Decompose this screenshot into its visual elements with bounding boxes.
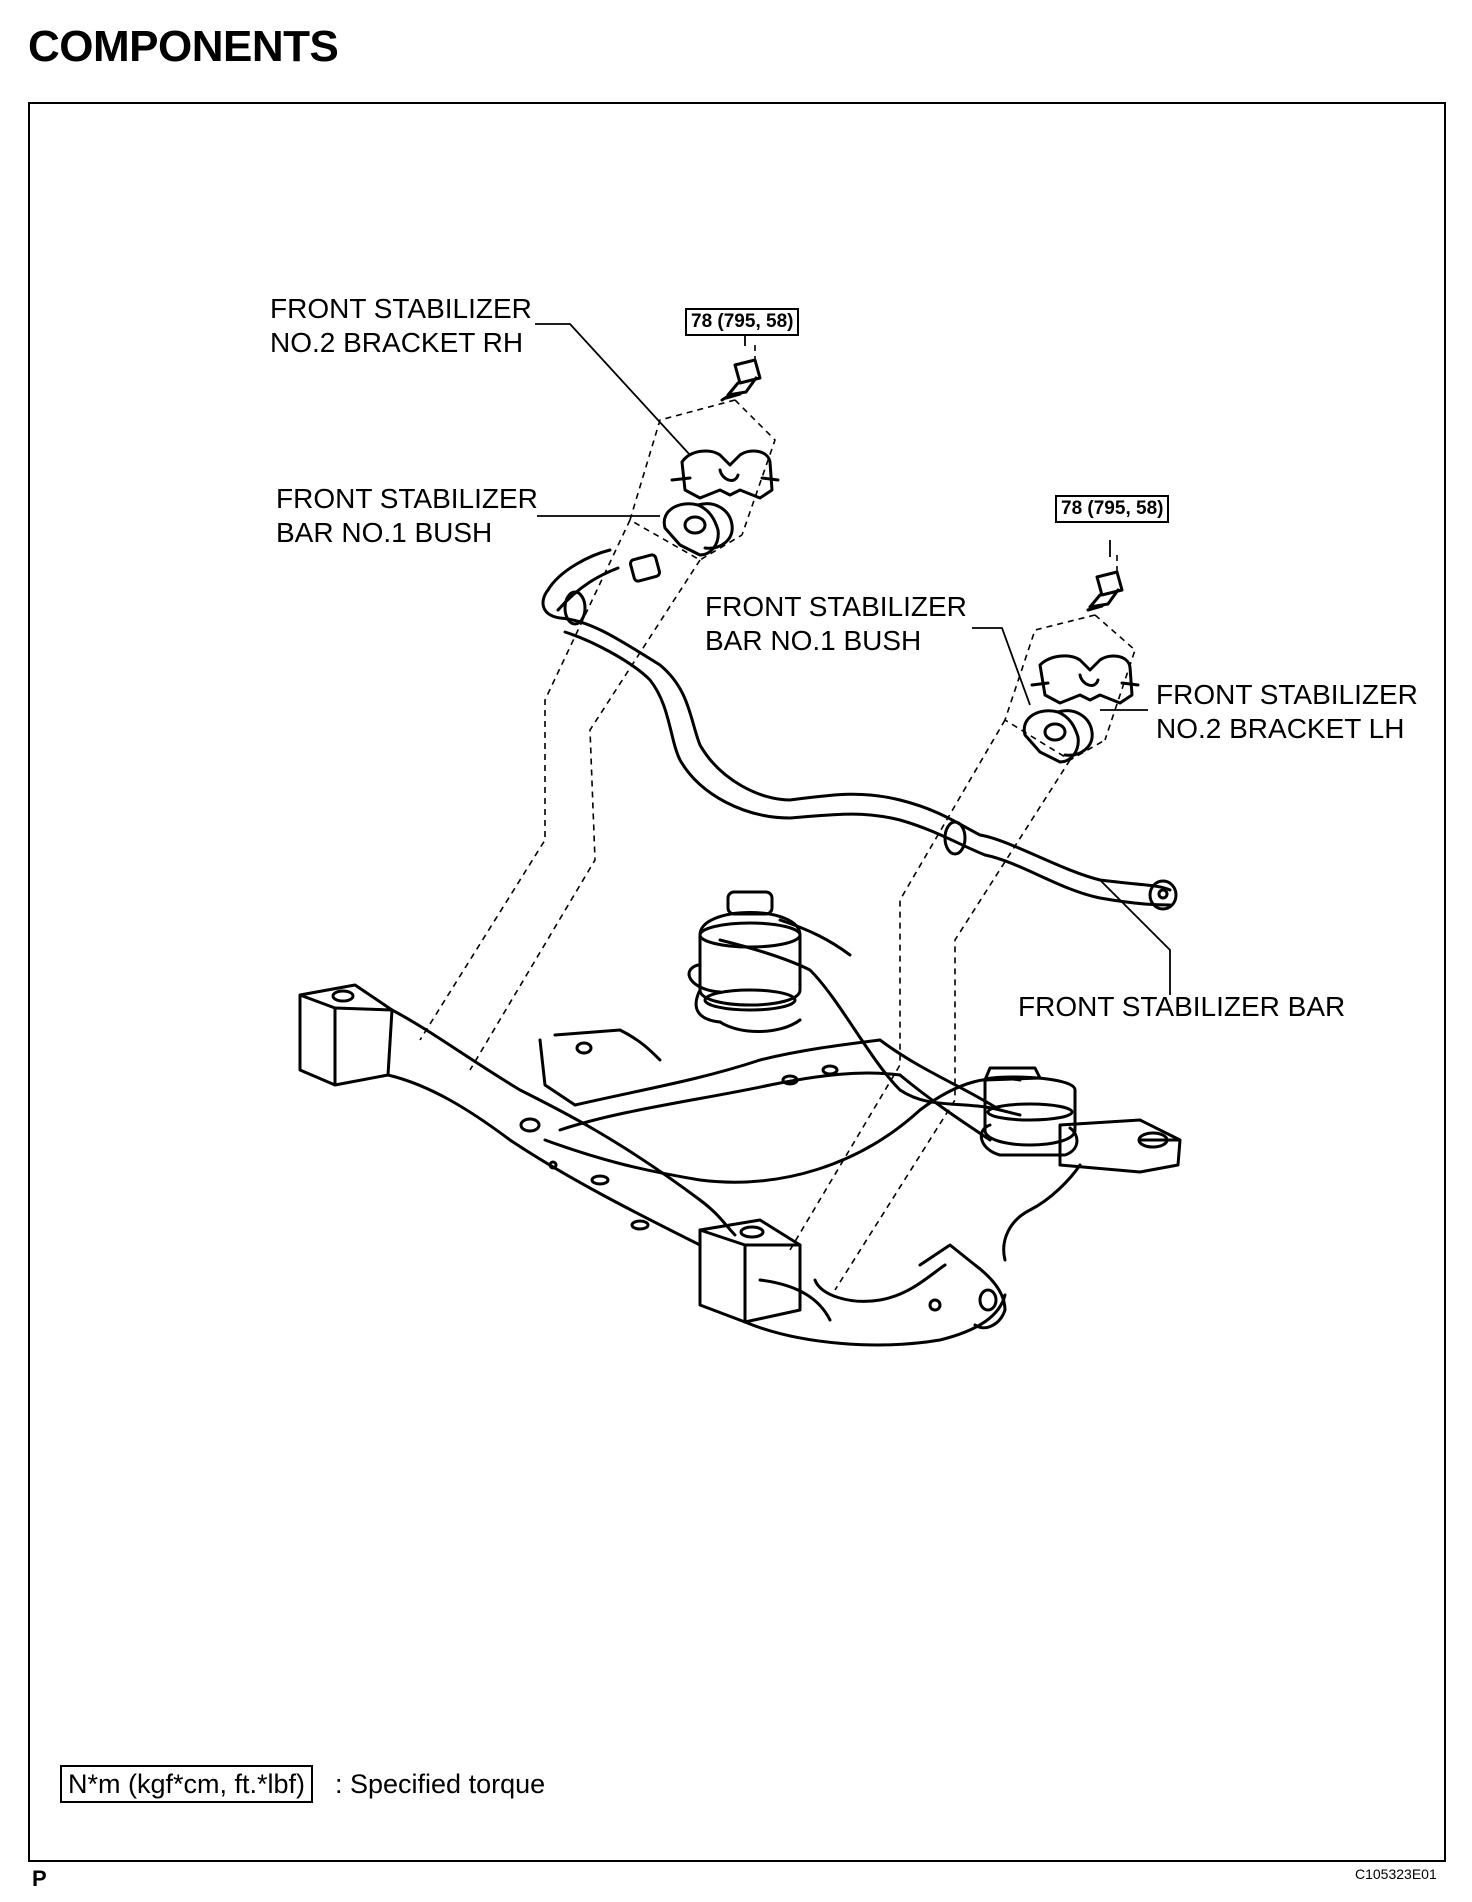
label-bush-rh-line2: BAR NO.1 BUSH [276, 517, 493, 548]
label-bush-rh-line1: FRONT STABILIZER [276, 483, 538, 514]
label-bracket-lh-line1: FRONT STABILIZER [1156, 679, 1418, 710]
label-bush-rh: FRONT STABILIZER BAR NO.1 BUSH [276, 482, 538, 550]
torque-spec-rh: 78 (795, 58) [685, 308, 800, 336]
crossmember-rubber-mounts [687, 890, 1079, 1157]
crossmember [298, 918, 1182, 1347]
torque-legend-text: : Specified torque [335, 1769, 546, 1799]
rh-bracket-and-bush [662, 449, 780, 557]
label-bracket-lh: FRONT STABILIZER NO.2 BRACKET LH [1156, 678, 1418, 746]
torque-spec-lh: 78 (795, 58) [1055, 495, 1170, 523]
corner-mark: P [32, 1866, 47, 1891]
label-bracket-rh-line1: FRONT STABILIZER [270, 293, 532, 324]
torque-unit-box: N*m (kgf*cm, ft.*lbf) [60, 1765, 314, 1803]
stabilizer-bar [541, 548, 1178, 911]
label-bush-lh: FRONT STABILIZER BAR NO.1 BUSH [705, 590, 967, 658]
rh-bolt [720, 358, 762, 402]
lh-bolt [1086, 570, 1124, 612]
label-stabilizer-bar: FRONT STABILIZER BAR [1018, 991, 1346, 1022]
label-bush-lh-line2: BAR NO.1 BUSH [705, 625, 922, 656]
label-bracket-rh: FRONT STABILIZER NO.2 BRACKET RH [270, 292, 532, 360]
figure-code: C105323E01 [1355, 1866, 1437, 1882]
label-bush-lh-line1: FRONT STABILIZER [705, 591, 967, 622]
label-bracket-lh-line2: NO.2 BRACKET LH [1156, 713, 1405, 744]
lh-bracket-and-bush [1022, 654, 1140, 764]
diagram-frame [28, 102, 1446, 1862]
page-title: COMPONENTS [28, 22, 339, 71]
label-bracket-rh-line2: NO.2 BRACKET RH [270, 327, 524, 358]
